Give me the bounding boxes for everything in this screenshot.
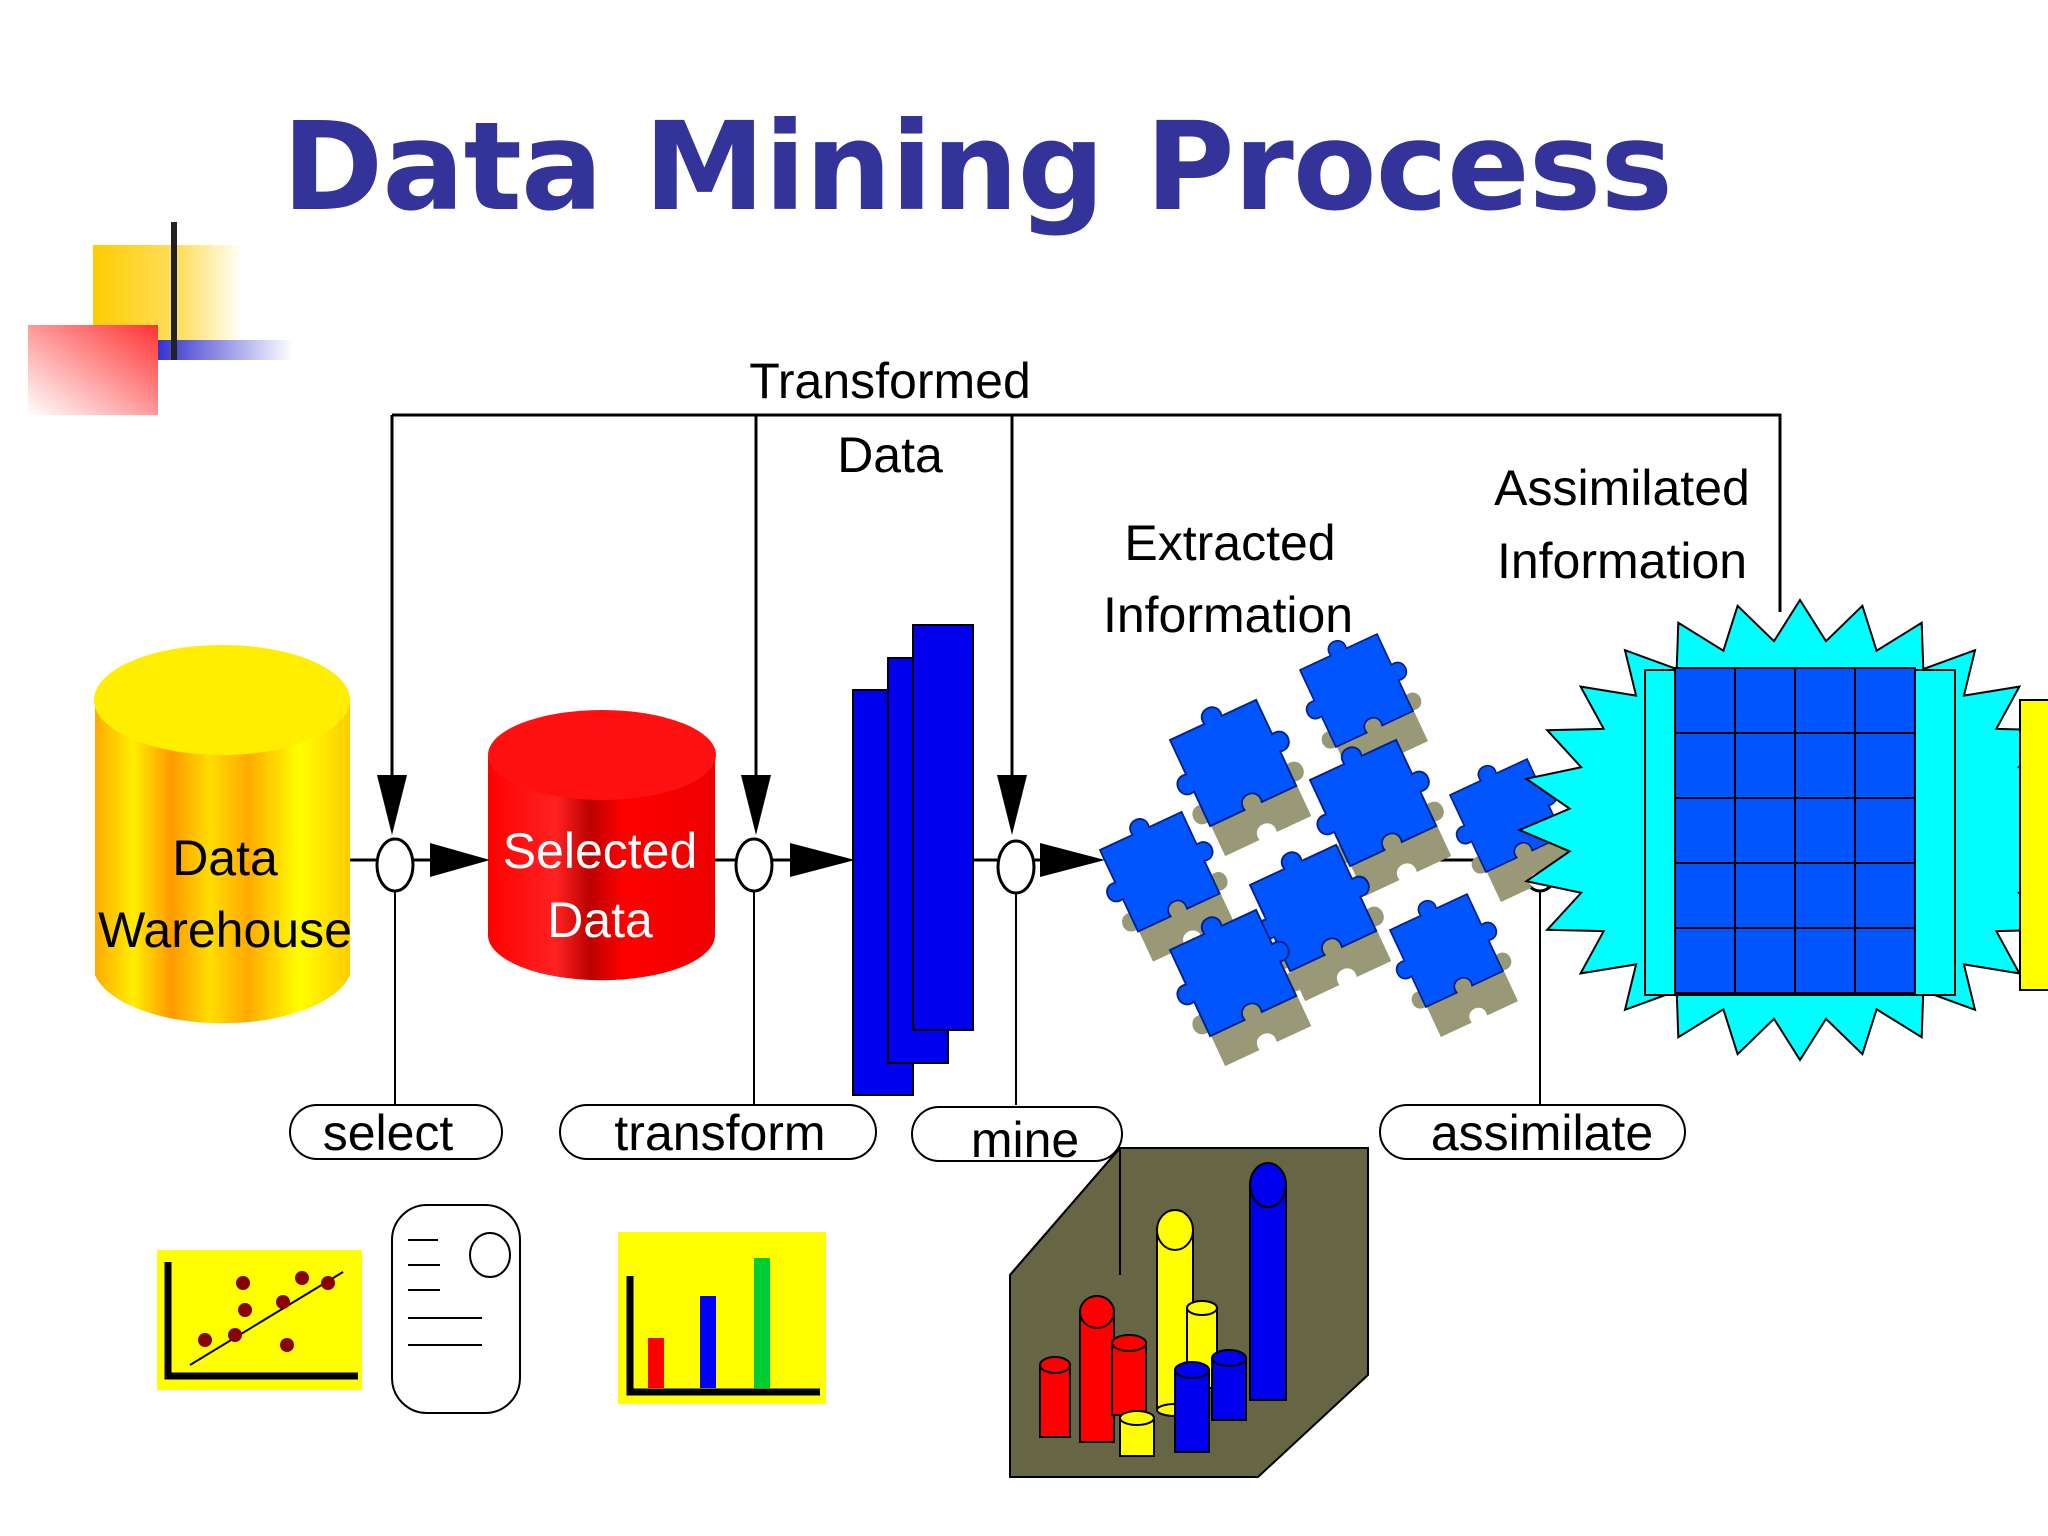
- scatter-plot-icon: [157, 1250, 362, 1390]
- feedback-loop: [390, 413, 1782, 795]
- corner-ornament: [28, 222, 293, 415]
- assimilated-label-line2: Information: [1497, 533, 1747, 589]
- extracted-label-line1: Extracted: [1124, 515, 1335, 571]
- feedback-arrowheads: [377, 775, 1027, 835]
- extracted-label-line2: Information: [1103, 587, 1353, 643]
- bar-chart-icon: [618, 1232, 826, 1404]
- data-warehouse-cylinder: [94, 645, 350, 1024]
- selected-label-line1: Selected: [503, 823, 698, 879]
- puzzle-pieces: [1082, 617, 1589, 1072]
- assimilated-label-line1: Assimilated: [1494, 460, 1750, 516]
- feedback-label-line1: Transformed: [749, 353, 1031, 409]
- page-title: Data Mining Process: [282, 96, 1673, 238]
- cropped-edge-shape: [2019, 699, 2048, 991]
- step-assimilate: assimilate: [1379, 1104, 1686, 1161]
- step-transform-label: transform: [614, 1105, 825, 1161]
- assembled-puzzle-grid: [1675, 668, 1915, 993]
- warehouse-label-line2: Warehouse: [98, 902, 352, 958]
- step-assimilate-label: assimilate: [1431, 1105, 1653, 1161]
- step-mine-label: mine: [971, 1112, 1079, 1168]
- step-transform: transform: [559, 1104, 877, 1161]
- warehouse-label-line1: Data: [172, 830, 278, 886]
- selected-label-line2: Data: [547, 892, 653, 948]
- step-mine: mine: [911, 1106, 1123, 1168]
- step-connectors: [394, 891, 1541, 1105]
- selected-data-cylinder: [488, 710, 716, 981]
- transformed-data-panels: [852, 624, 974, 1096]
- feedback-label-line2: Data: [837, 427, 943, 483]
- step-select: select: [289, 1104, 503, 1161]
- report-document-icon: [391, 1204, 521, 1414]
- step-select-label: select: [323, 1105, 454, 1161]
- 3d-cylinder-chart-icon: [1009, 1147, 1369, 1478]
- assimilated-burst: [1516, 598, 2048, 1062]
